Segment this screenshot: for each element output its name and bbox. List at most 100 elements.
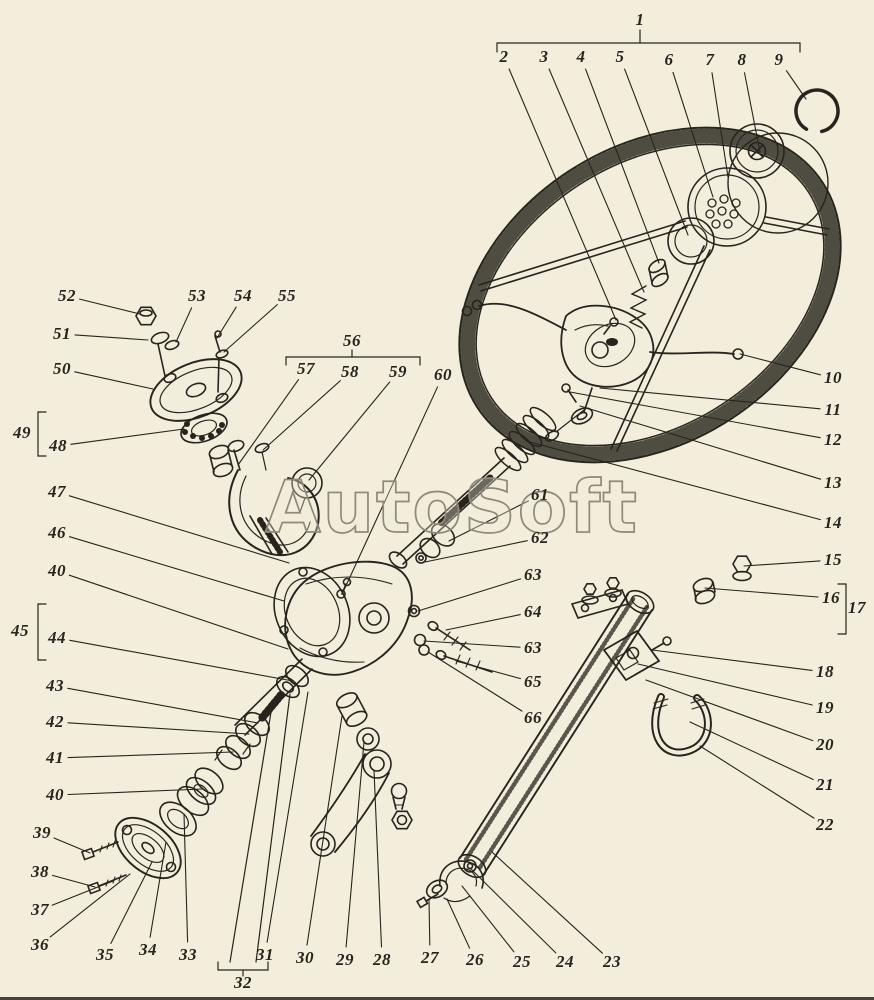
part-label-10: 10 [824,368,842,387]
part-label-45: 45 [11,621,29,640]
callout-brackets [37,29,847,977]
part-label-38: 38 [31,862,49,881]
leader-line-27 [428,898,431,946]
leader-line-4 [585,68,660,264]
part-label-20: 20 [816,735,834,754]
part-label-1: 1 [635,10,645,29]
part-label-48: 48 [49,436,67,455]
leader-line-47 [68,495,290,564]
part-label-54: 54 [234,286,252,305]
horn-button-parts [603,88,840,335]
part-label-36: 36 [31,935,49,954]
part-label-39: 39 [33,823,51,842]
leader-line-46 [68,536,285,602]
tube-nut-bushing [692,555,752,605]
part-label-26: 26 [466,950,484,969]
part-label-18: 18 [816,662,834,681]
signal-switch [461,299,744,442]
leader-line-36 [49,873,131,938]
leader-line-30 [306,715,343,946]
leader-line-59 [308,381,391,481]
leader-line-11 [599,387,821,410]
part-label-49: 49 [13,423,31,442]
leader-line-2 [508,68,617,321]
lower-shaft-parts [80,658,313,895]
part-label-6: 6 [664,50,674,69]
leader-line-58 [262,380,341,451]
watermark: AutoSoft [265,465,639,549]
leader-line-66 [427,651,523,712]
leader-line-42 [67,722,250,735]
part-label-40: 40 [48,561,66,580]
leader-line-5 [624,68,689,236]
part-label-17: 17 [848,598,866,617]
leader-line-64 [445,614,521,631]
cover-bolt [86,874,127,895]
leader-line-51 [74,334,149,341]
part-label-22: 22 [816,815,834,834]
part-label-47: 47 [48,482,66,501]
leader-line-55 [223,304,278,353]
u-bolt [651,693,712,757]
leader-line-38 [51,874,96,888]
leader-line-48 [70,428,185,445]
part-label-32: 32 [234,973,252,992]
tube-clamp [570,576,672,682]
leader-line-52 [79,298,141,315]
part-label-33: 33 [179,945,197,964]
leader-line-12 [569,391,821,439]
part-label-63: 63 [524,638,542,657]
part-label-31: 31 [256,945,274,964]
leader-line-21 [689,721,814,781]
wire-right [649,351,735,355]
leader-line-8 [743,72,761,153]
part-label-2: 2 [499,47,509,66]
part-label-46: 46 [48,523,66,542]
leader-line-41 [67,751,234,759]
part-label-62: 62 [531,528,549,547]
part-label-30: 30 [296,948,314,967]
leader-line-28 [373,769,383,948]
part-label-65: 65 [524,672,542,691]
leader-line-9 [785,70,807,100]
part-label-43: 43 [46,676,64,695]
leader-line-39 [53,837,91,854]
leader-line-57 [237,379,300,466]
part-label-41: 41 [46,748,64,767]
part-label-9: 9 [774,50,784,69]
part-label-40: 40 [46,785,64,804]
leader-line-50 [74,371,154,390]
part-label-37: 37 [31,900,49,919]
leader-line-13 [579,405,822,480]
leader-line-25 [461,885,515,953]
leader-line-35 [110,861,153,944]
leader-line-19 [637,663,813,706]
column-tube [457,589,655,879]
leader-lines [49,68,822,954]
steering-wheel [458,126,842,464]
cover-bolt [80,840,119,861]
leader-line-18 [651,649,813,671]
leader-line-43 [67,687,259,724]
part-label-34: 34 [139,940,157,959]
leader-line-23 [491,851,603,954]
part-label-28: 28 [373,950,391,969]
part-label-50: 50 [53,359,71,378]
leader-line-15 [743,560,821,567]
part-label-27: 27 [421,948,439,967]
wire-left [478,302,567,331]
leader-line-14 [529,441,821,521]
part-label-55: 55 [278,286,296,305]
upper-column-mount [135,306,323,557]
part-label-51: 51 [53,324,71,343]
steering-shaft [396,457,511,565]
leader-line-16 [704,587,819,598]
leader-line-3 [548,68,645,293]
part-label-3: 3 [539,47,549,66]
part-label-24: 24 [556,952,574,971]
part-label-35: 35 [96,945,114,964]
leader-line-63 [417,578,522,612]
leader-line-29 [345,741,365,948]
lower-clamp-parts [415,859,484,909]
